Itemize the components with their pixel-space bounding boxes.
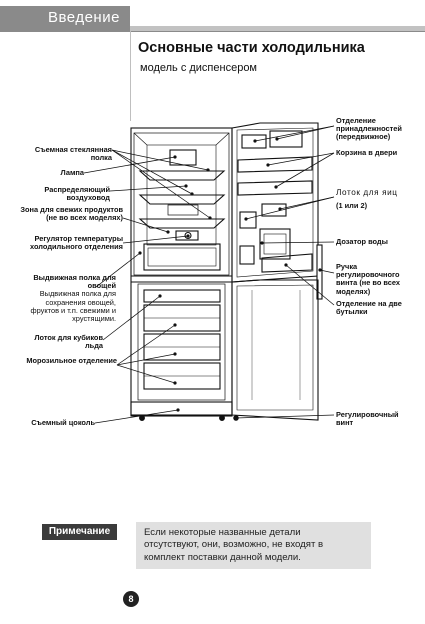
label-veg-drawer-title: Выдвижная полка для овощей (33, 273, 116, 291)
label-ice-tray: Лоток для кубиков льда (34, 333, 103, 351)
page-subtitle: модель с диспенсером (140, 62, 257, 74)
label-air-duct: Распределяющий воздуховод (44, 185, 110, 203)
section-title: Введение (48, 9, 120, 26)
note-box: Если некоторые названные детали отсутств… (136, 522, 371, 569)
note-line: отсутствуют, они, возможно, не входят в (144, 539, 324, 551)
header-stripe (0, 31, 425, 32)
label-adjust-handle: Ручка регулировочного винта (не во всех … (336, 262, 401, 296)
label-temp-control: Регулятор температуры холодильного отдел… (30, 234, 123, 252)
label-adjust-screw: Регулировочный винт (336, 410, 399, 428)
vertical-divider (130, 31, 131, 121)
note-line: Если некоторые названные детали (144, 527, 301, 538)
label-glass-shelf: Съемная стеклянная полка (34, 145, 112, 163)
label-bottle-compartment: Отделение на две бутылки (336, 299, 402, 317)
label-accessory-compartment: Отделение принадлежностей (передвижное) (336, 116, 402, 142)
label-veg-drawer-desc: Выдвижная полка для сохранения овощей, ф… (30, 289, 116, 324)
label-lamp: Лампа (60, 168, 84, 177)
page-title: Основные части холодильника (138, 40, 365, 56)
note-text: Если некоторые названные детали отсутств… (144, 527, 323, 564)
label-freezer: Морозильное отделение (26, 356, 117, 365)
label-veg-drawer: Выдвижная полка для овощей Выдвижная пол… (20, 273, 116, 324)
label-water-dispenser: Дозатор воды (336, 237, 388, 246)
label-door-basket: Корзина в двери (336, 148, 398, 157)
header-rule (130, 26, 425, 31)
label-egg-tray: Лоток для яиц (336, 188, 398, 197)
section-tab (0, 6, 130, 31)
label-fresh-zone: Зона для свежих продуктов (не во всех мо… (20, 205, 123, 223)
label-plinth: Съемный цоколь (31, 418, 95, 427)
page-number: 8 (123, 591, 139, 607)
note-line: комплект поставки данной модели. (144, 551, 301, 563)
section-header: Введение (0, 0, 425, 32)
note-label: Примечание (42, 524, 117, 540)
label-egg-tray-count: (1 или 2) (336, 201, 368, 210)
